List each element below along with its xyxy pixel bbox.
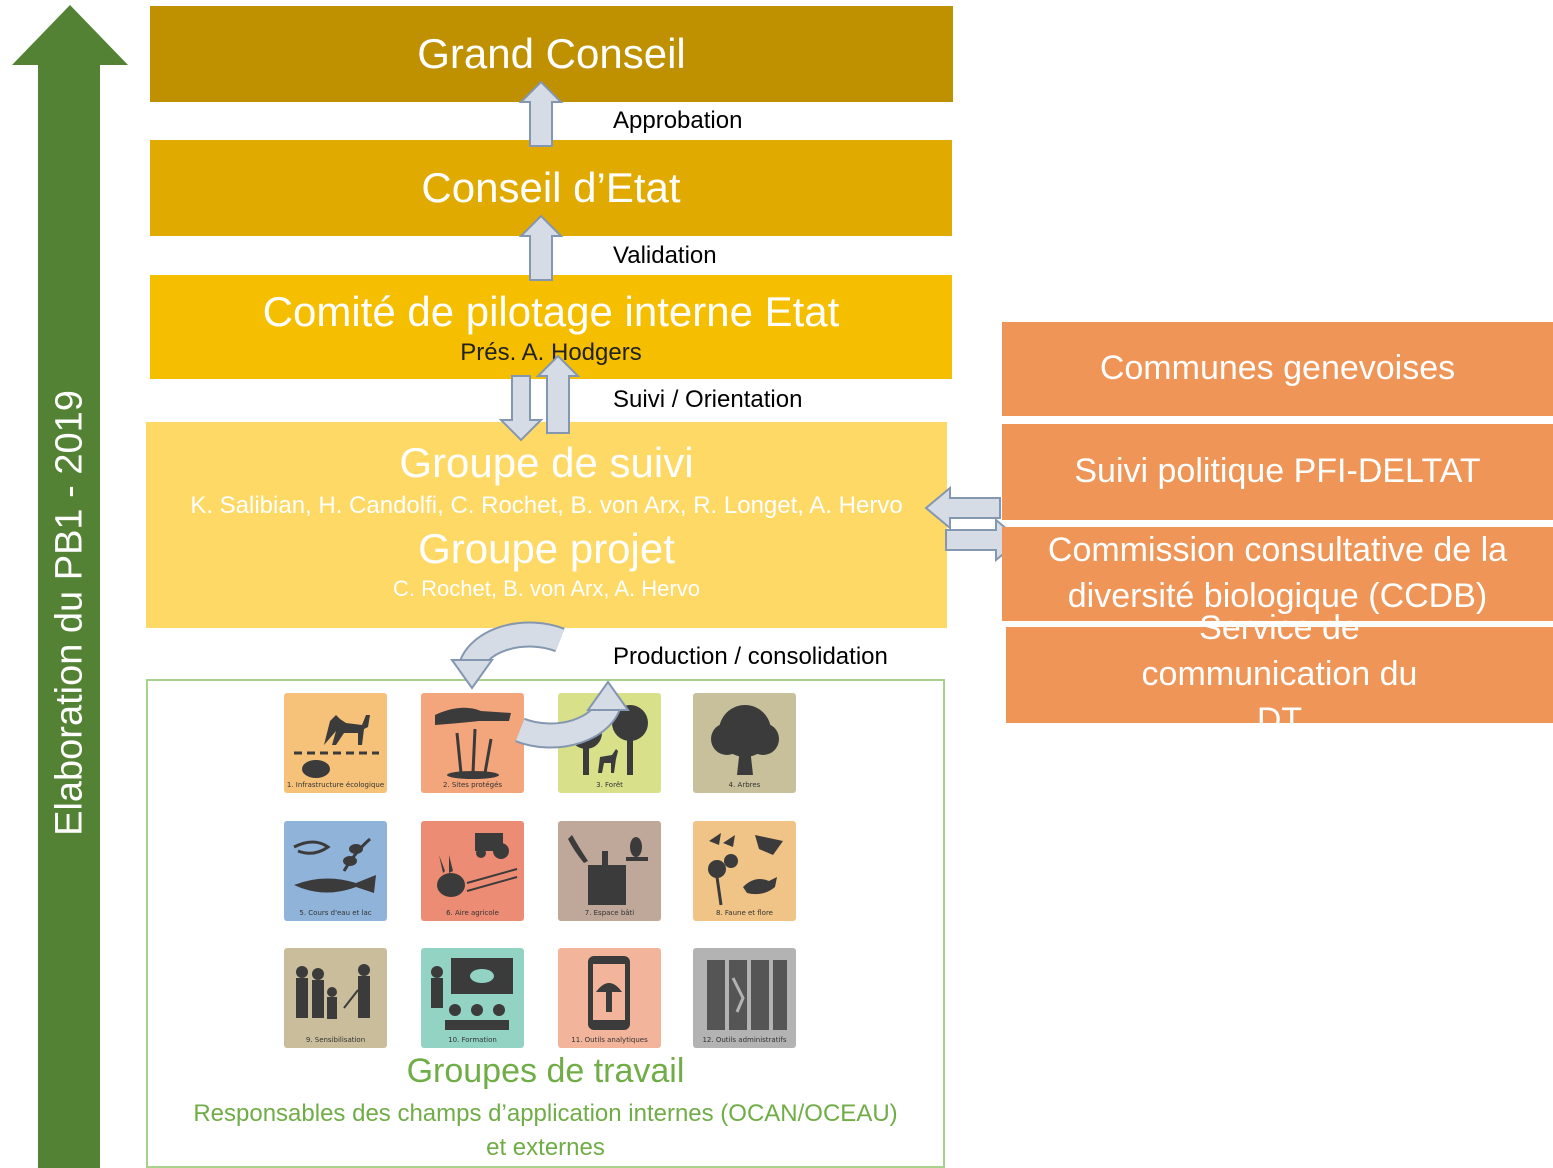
groupes-travail-subtitle-1: Responsables des champs d’application in… <box>193 1100 898 1127</box>
deer-hedgehog-icon <box>284 693 387 793</box>
copil-title: Comité de pilotage interne Etat <box>262 288 840 335</box>
tile-foret: 3. Forêt <box>558 693 661 793</box>
birds-flowers-icon <box>693 821 796 921</box>
tile-espace-bati: 7. Espace bâti <box>558 821 661 921</box>
fish-icon <box>284 821 387 921</box>
groupe-suivi-members: K. Salibian, H. Candolfi, C. Rochet, B. … <box>190 492 903 520</box>
grand-conseil-box: Grand Conseil <box>150 6 953 102</box>
tile-caption: 8. Faune et flore <box>716 909 773 917</box>
tile-outils-analytiques: 11. Outils analytiques <box>558 948 661 1048</box>
tile-outils-administratifs: 12. Outils administratifs <box>693 948 796 1048</box>
partner-label: Suivi politique PFI-DELTAT <box>1074 452 1481 491</box>
tile-caption: 3. Forêt <box>596 781 623 789</box>
partner-ccdb: Commission consultative de la diversité … <box>1002 527 1553 621</box>
groupe-projet-title: Groupe projet <box>418 525 675 573</box>
rabbit-tractor-icon <box>421 821 524 921</box>
partner-label: Service de communication du DT <box>1141 609 1418 739</box>
tile-caption: 12. Outils administratifs <box>702 1036 787 1044</box>
tile-faune-flore: 8. Faune et flore <box>693 821 796 921</box>
hand-reeds-icon <box>421 693 524 793</box>
tile-caption: 7. Espace bâti <box>584 909 635 917</box>
tile-caption: 4. Arbres <box>728 781 761 789</box>
phone-mushroom-icon <box>558 948 661 1048</box>
building-bird-icon <box>558 821 661 921</box>
production-label: Production / consolidation <box>613 643 888 670</box>
tile-formation: 10. Formation <box>421 948 524 1048</box>
tree-icon <box>693 693 796 793</box>
copil-box: Comité de pilotage interne Etat Prés. A.… <box>150 275 952 379</box>
approbation-label: Approbation <box>613 107 743 134</box>
conseil-etat-box: Conseil d’Etat <box>150 140 952 236</box>
tile-caption: 2. Sites protégés <box>442 781 503 789</box>
suivi-projet-box: Groupe de suivi K. Salibian, H. Candolfi… <box>146 422 947 628</box>
tile-caption: 11. Outils analytiques <box>571 1036 648 1044</box>
tile-infrastructure-ecologique: 1. Infrastructure écologique <box>284 693 387 793</box>
suivi-orientation-label: Suivi / Orientation <box>613 386 803 413</box>
groupes-travail-title: Groupes de travail <box>406 1052 685 1090</box>
binders-icon <box>693 948 796 1048</box>
groupes-travail-subtitle-2: et externes <box>486 1134 605 1161</box>
tile-caption: 10. Formation <box>448 1036 497 1044</box>
tile-caption: 9. Sensibilisation <box>305 1036 366 1044</box>
partner-label: Commission consultative de la diversité … <box>1047 531 1508 615</box>
partner-communication: Service de communication du DT <box>1006 609 1553 739</box>
groupe-projet-members: C. Rochet, B. von Arx, A. Hervo <box>393 576 700 602</box>
grand-conseil-title: Grand Conseil <box>417 29 686 77</box>
validation-label: Validation <box>613 242 717 269</box>
partner-suivi-politique: Suivi politique PFI-DELTAT <box>1002 424 1553 520</box>
forest-deer-icon <box>558 693 661 793</box>
tile-caption: 6. Aire agricole <box>446 909 499 917</box>
elaboration-label: Elaboration du PB1 - 2019 <box>48 390 91 836</box>
tile-aire-agricole: 6. Aire agricole <box>421 821 524 921</box>
tile-cours-eau: 5. Cours d'eau et lac <box>284 821 387 921</box>
partner-label: Communes genevoises <box>1099 349 1456 388</box>
groupe-suivi-title: Groupe de suivi <box>399 439 694 486</box>
copil-president: Prés. A. Hodgers <box>460 339 642 367</box>
tile-sites-proteges: 2. Sites protégés <box>421 693 524 793</box>
tile-caption: 1. Infrastructure écologique <box>286 781 385 789</box>
groupes-travail-box <box>146 679 945 1168</box>
partner-communes: Communes genevoises <box>1002 322 1553 416</box>
conseil-etat-title: Conseil d’Etat <box>421 163 681 211</box>
classroom-icon <box>421 948 524 1048</box>
tile-caption: 5. Cours d'eau et lac <box>299 909 372 917</box>
people-icon <box>284 948 387 1048</box>
tile-arbres: 4. Arbres <box>693 693 796 793</box>
elaboration-arrow: Elaboration du PB1 - 2019 <box>10 5 130 1168</box>
tile-sensibilisation: 9. Sensibilisation <box>284 948 387 1048</box>
